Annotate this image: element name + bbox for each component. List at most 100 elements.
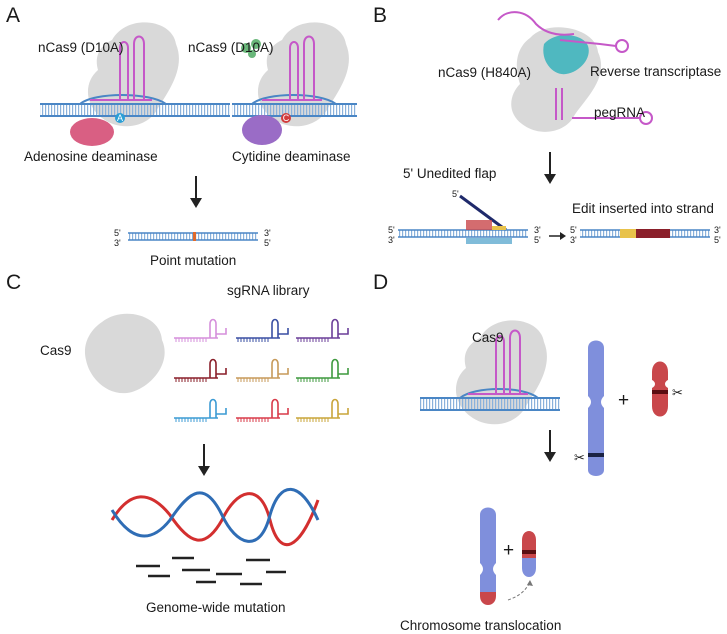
enzyme-label-d: Cas9 <box>472 330 504 345</box>
panel-letter-c: C <box>6 271 21 294</box>
dna-bubble-left <box>79 94 167 105</box>
result-label-c: Genome-wide mutation <box>146 600 286 615</box>
pegrna-label: pegRNA <box>594 105 645 120</box>
arrow-b-head <box>544 174 556 184</box>
end-a-3-right: 3' <box>264 228 271 238</box>
target-base-c-label: C <box>283 113 290 123</box>
dna-bubble-right <box>251 94 337 105</box>
dna-rungs-left <box>40 104 230 116</box>
end-b-3-mid: 3' <box>534 225 541 235</box>
break-band-large <box>588 453 604 457</box>
cytidine-deaminase-shape <box>242 115 282 145</box>
pegrna-tail <box>497 11 575 36</box>
res-b-5-left: 5' <box>570 225 577 235</box>
ugi-dot-3 <box>248 50 256 58</box>
edit-bottom-strand <box>466 238 512 244</box>
grna-d <box>468 329 528 395</box>
target-base-a-label: A <box>117 113 123 123</box>
panel-letter-d: D <box>373 271 388 294</box>
enzyme-label-b: nCas9 (H840A) <box>438 65 531 80</box>
panel-c: C Cas9 sgRNA library Genome-wide mutatio… <box>6 271 349 615</box>
res-b-5-right: 5' <box>714 235 721 245</box>
sgrna-library-grid <box>174 318 349 422</box>
prime-editor-complex <box>497 11 653 132</box>
sgrna-8 <box>236 398 289 422</box>
enzyme-label-right: nCas9 (D10A) <box>188 40 274 55</box>
ugi-dot-1 <box>241 43 251 53</box>
end-a-3-left: 3' <box>114 238 121 248</box>
pegrna-stem <box>555 88 640 120</box>
end-a-5-left: 5' <box>114 228 121 238</box>
pegrna-loop-bottom <box>639 111 653 125</box>
flap-label: 5' Unedited flap <box>403 166 496 181</box>
enzyme-label-c: Cas9 <box>40 343 72 358</box>
res-b-3-left: 3' <box>570 235 577 245</box>
point-mutation-mark <box>193 232 196 241</box>
grna-right <box>262 35 322 101</box>
end-a-5-right: 5' <box>264 238 271 248</box>
sgrna-5 <box>236 358 289 382</box>
helix-strand-red <box>110 492 320 546</box>
sgrna-7 <box>174 398 227 422</box>
sgrna-3 <box>296 318 349 342</box>
dna-bubble-d <box>459 388 539 399</box>
translocation-arrow-head <box>527 580 533 586</box>
deaminase-label-left: Adenosine deaminase <box>24 149 158 164</box>
ugi-dot-2 <box>251 39 261 49</box>
edit-red-strand <box>466 220 492 230</box>
panel-letter-b: B <box>373 4 387 27</box>
target-base-a <box>115 113 125 123</box>
helix-strand-blue <box>110 487 320 543</box>
panel-letter-a: A <box>6 4 20 27</box>
inserted-edit-red <box>636 229 670 238</box>
plus-sign-bottom: + <box>503 540 514 561</box>
dna-rungs-right <box>232 104 357 116</box>
scissors-right: ✂ <box>672 385 683 400</box>
chromosome-small-red <box>652 361 668 417</box>
end-b-5-mid: 5' <box>534 235 541 245</box>
translocated-small-band <box>522 550 536 554</box>
sgrna-1 <box>174 318 227 342</box>
cas9-complex-d <box>420 320 560 425</box>
plus-sign-top: + <box>618 390 629 411</box>
pegrna-loop-top <box>615 39 629 53</box>
enzyme-label-left: nCas9 (D10A) <box>38 40 124 55</box>
panel-d: D Cas9 ✂ + ✂ + Chromosome translocat <box>373 271 683 633</box>
base-editor-complex-right: C <box>232 22 357 145</box>
grna-left <box>90 35 152 101</box>
adenosine-deaminase-shape <box>70 118 114 146</box>
translocated-large-blue <box>480 507 496 592</box>
arrow-d-head <box>544 452 556 462</box>
dna-rungs-b-left <box>398 230 528 237</box>
arrow-c-head <box>198 466 210 476</box>
sgrna-6 <box>296 358 349 382</box>
result-label-b: Edit inserted into strand <box>572 201 714 216</box>
end-b-3-left: 3' <box>388 235 395 245</box>
result-label-a: Point mutation <box>150 253 236 268</box>
cas9-body-c <box>84 313 165 394</box>
result-label-d: Chromosome translocation <box>400 618 561 633</box>
sgrna-4 <box>174 358 227 382</box>
target-base-c <box>281 113 291 123</box>
dna-rungs-d <box>420 398 560 410</box>
chromosome-large-blue <box>588 340 604 476</box>
res-b-3-right: 3' <box>714 225 721 235</box>
reverse-transcriptase-shape <box>543 35 589 75</box>
sgrna-2 <box>236 318 289 342</box>
unedited-flap <box>459 194 507 232</box>
deaminase-label-right: Cytidine deaminase <box>232 149 351 164</box>
fragments <box>136 556 286 586</box>
arrow-b-small-head <box>560 232 566 240</box>
sgrna-9 <box>296 398 349 422</box>
rt-label: Reverse transcriptase <box>590 64 721 79</box>
flap-end-label: 5' <box>452 189 459 199</box>
library-label: sgRNA library <box>227 283 310 298</box>
break-band-small <box>652 390 668 394</box>
base-editor-complex-left: A <box>40 22 230 146</box>
end-b-5-left: 5' <box>388 225 395 235</box>
pegrna-arm <box>559 39 617 47</box>
translocated-small-blue <box>522 558 536 577</box>
arrow-a-head <box>190 198 202 208</box>
panel-b: B nCas9 (H840A) Reverse transcriptase pe… <box>373 4 721 245</box>
